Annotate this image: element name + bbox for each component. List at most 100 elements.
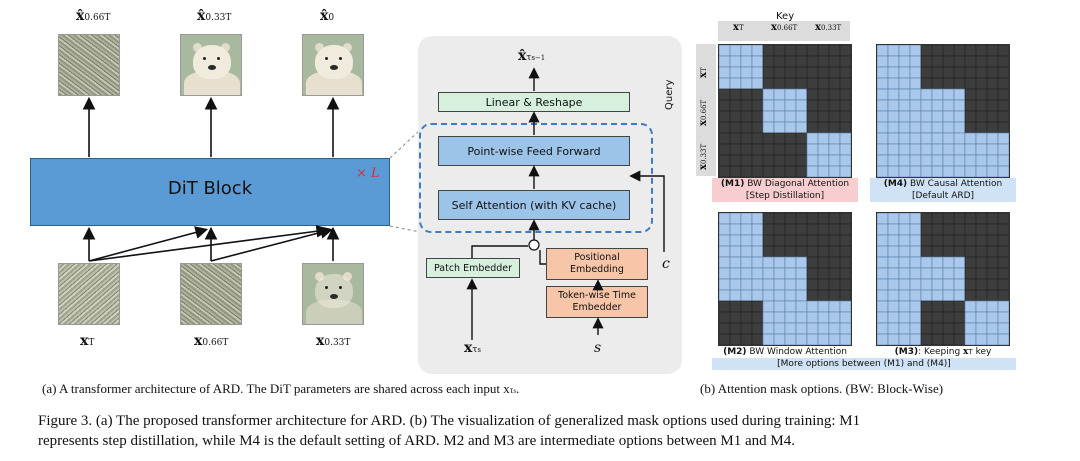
- mask-cell: [986, 77, 999, 90]
- mask-cell: [877, 77, 889, 90]
- mask-cell: [784, 165, 797, 177]
- mask-cell: [931, 300, 944, 313]
- mask-cell: [975, 132, 988, 145]
- mask-cell: [953, 99, 966, 112]
- mask-cell: [784, 256, 797, 269]
- mask-cell: [828, 289, 841, 302]
- mask-cell: [729, 311, 742, 324]
- mask-cell: [931, 77, 944, 90]
- mask-cell: [942, 45, 955, 57]
- mask-cell: [762, 300, 775, 313]
- mask-cell: [839, 132, 851, 145]
- mask-cell: [942, 99, 955, 112]
- mask-cell: [920, 66, 933, 79]
- mask-cell: [719, 333, 731, 345]
- mask-cell: [806, 311, 819, 324]
- mask-cell: [729, 121, 742, 134]
- mask-cell: [909, 267, 922, 280]
- panel-a-arrows: [82, 96, 420, 262]
- mask-cell: [806, 121, 819, 134]
- mask-cell: [806, 165, 819, 177]
- mask-cell: [986, 289, 999, 302]
- mask-cell: [975, 278, 988, 291]
- mask-cell: [887, 223, 900, 236]
- mask-cell: [828, 88, 841, 101]
- mask-cell: [877, 55, 889, 68]
- mask-cell: [839, 300, 851, 313]
- mask-cell: [975, 77, 988, 90]
- mask-cell: [877, 88, 889, 101]
- mask-cell: [817, 66, 830, 79]
- mask-cell: [795, 45, 808, 57]
- mask-cell: [898, 245, 911, 258]
- mask-cell: [942, 300, 955, 313]
- mask-cell: [784, 45, 797, 57]
- mask-cell: [773, 213, 786, 225]
- mask-cell: [931, 55, 944, 68]
- mask-cell: [729, 165, 742, 177]
- figure-caption-line2: represents step distillation, while M4 i…: [38, 433, 795, 449]
- mask-cell: [719, 278, 731, 291]
- mask-cell: [719, 223, 731, 236]
- mask-cell: [877, 99, 889, 112]
- mask-cell: [997, 245, 1009, 258]
- mask-cell: [751, 289, 764, 302]
- mask-cell: [828, 99, 841, 112]
- mask-cell: [762, 99, 775, 112]
- mask-cell: [773, 223, 786, 236]
- mask-cell: [795, 223, 808, 236]
- mask-cell: [964, 154, 977, 167]
- mask-cell: [729, 234, 742, 247]
- mask-cell: [751, 234, 764, 247]
- mask-cell: [795, 143, 808, 156]
- mask-cell: [986, 234, 999, 247]
- mask-cell: [953, 77, 966, 90]
- mask-cell: [719, 311, 731, 324]
- mask-cell: [898, 45, 911, 57]
- mask-cell: [795, 132, 808, 145]
- mask-cell: [964, 289, 977, 302]
- mask-cell: [986, 99, 999, 112]
- mask-cell: [953, 256, 966, 269]
- mask-cell: [740, 132, 753, 145]
- mask-cell: [986, 165, 999, 177]
- mask-cell: [909, 278, 922, 291]
- mask-cell: [773, 88, 786, 101]
- mask-cell: [909, 88, 922, 101]
- mask-cell: [740, 88, 753, 101]
- mask-cell: [839, 213, 851, 225]
- mask-cell: [762, 256, 775, 269]
- mask-m3-grid: [876, 212, 1010, 346]
- mask-cell: [729, 132, 742, 145]
- mask-cell: [942, 77, 955, 90]
- mask-cell: [964, 311, 977, 324]
- mask-cell: [942, 278, 955, 291]
- mask-cell: [920, 245, 933, 258]
- mask-cell: [920, 278, 933, 291]
- mask-cell: [975, 121, 988, 134]
- mask-cell: [931, 88, 944, 101]
- mask-cell: [719, 267, 731, 280]
- mask-cell: [887, 300, 900, 313]
- mask-cell: [931, 223, 944, 236]
- mask-cell: [773, 66, 786, 79]
- mask-cell: [751, 165, 764, 177]
- mask-cell: [997, 165, 1009, 177]
- query-tick-2: x0.33T: [698, 143, 709, 170]
- mask-cell: [729, 300, 742, 313]
- mask-cell: [817, 333, 830, 345]
- mask-cell: [719, 245, 731, 258]
- mask-cell: [920, 267, 933, 280]
- mask-cell: [762, 267, 775, 280]
- mask-cell: [751, 55, 764, 68]
- mask-cell: [898, 213, 911, 225]
- mask-cell: [920, 99, 933, 112]
- mask-cell: [877, 223, 889, 236]
- mask-cell: [719, 99, 731, 112]
- mask-cell: [839, 143, 851, 156]
- mask-cell: [942, 245, 955, 258]
- mask-cell: [839, 55, 851, 68]
- mask-cell: [839, 289, 851, 302]
- mask-cell: [719, 256, 731, 269]
- dit-block: [30, 158, 390, 226]
